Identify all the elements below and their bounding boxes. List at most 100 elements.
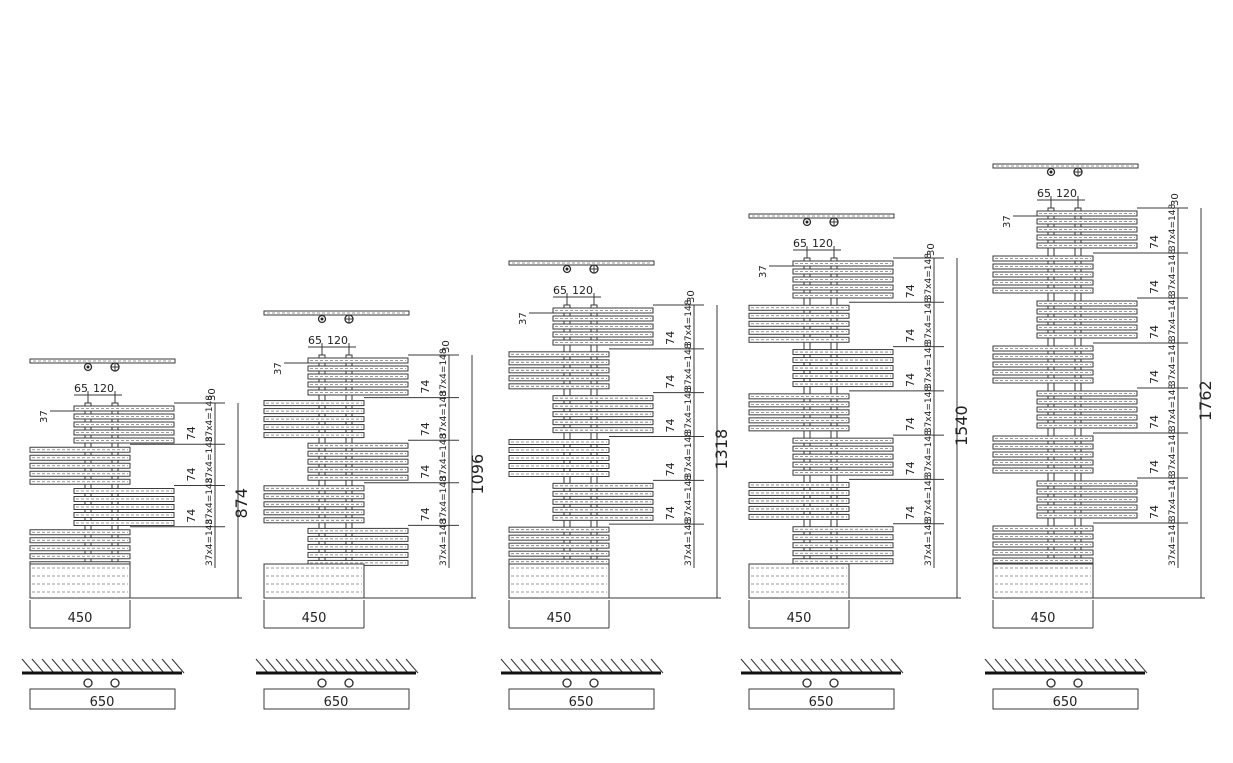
- wall-panel: [263, 688, 410, 710]
- valve-icon: [1046, 167, 1056, 177]
- wall-valve-left-icon: [562, 678, 572, 688]
- wall-hatch: [81, 658, 95, 674]
- wall-hatch: [540, 658, 554, 674]
- top-view-bar: [263, 310, 410, 316]
- wall-hatch: [375, 658, 389, 674]
- wall-valve-right-icon: [110, 678, 120, 688]
- wall-hatch: [750, 658, 764, 674]
- segment-label: 37x4=148: [1168, 249, 1178, 296]
- wall-hatch: [91, 658, 105, 674]
- segment-label: 37x4=148: [684, 519, 694, 566]
- wall-hatch: [395, 658, 409, 674]
- wall-hatch: [385, 658, 399, 674]
- wall-hatch: [1024, 658, 1038, 674]
- wall-hatch: [850, 658, 864, 674]
- bottom-block: [748, 563, 850, 599]
- wall-hatch: [1054, 658, 1068, 674]
- wall-hatch: [570, 658, 584, 674]
- wall-valve-left-icon: [1046, 678, 1056, 688]
- segment-label: 37x4=148: [684, 431, 694, 478]
- wall-hatch: [640, 658, 654, 674]
- segment-label: 37x4=148: [1168, 384, 1178, 431]
- wall-hatch: [325, 658, 339, 674]
- segment-label: 37x4=148: [439, 348, 449, 395]
- segment-label: 37x4=148: [439, 476, 449, 523]
- valve-core-icon: [1049, 170, 1053, 174]
- wall-hatch: [141, 658, 155, 674]
- segment-label: 37x4=148: [439, 519, 449, 566]
- wall-hatch: [345, 658, 359, 674]
- dim-30-label: 30: [926, 243, 937, 256]
- valve-icon: [562, 264, 572, 274]
- dim-74-label: 74: [664, 506, 677, 520]
- wall-hatch: [520, 658, 534, 674]
- top-view-bar: [992, 163, 1139, 169]
- wall-hatch: [790, 658, 804, 674]
- height-label: 1318: [712, 429, 731, 470]
- segment-label: 37x4=148: [1168, 294, 1178, 341]
- wall-hatch: [590, 658, 604, 674]
- wall-hatch: [620, 658, 634, 674]
- wall-hatch: [21, 658, 35, 674]
- bottom-block: [508, 563, 610, 599]
- dim-120-label: 120: [572, 284, 593, 297]
- wall-hatch: [275, 658, 289, 674]
- dim-120-label: 120: [327, 334, 348, 347]
- wall-hatch: [71, 658, 85, 674]
- segment-label: 37x4=148: [924, 297, 934, 344]
- segment-label: 37x4=148: [205, 477, 215, 524]
- dim-74-label: 74: [1148, 235, 1161, 249]
- wall-hatch: [550, 658, 564, 674]
- width-label: 450: [1031, 611, 1056, 626]
- wall-width-label: 650: [809, 695, 834, 710]
- dim-65-label: 65: [553, 284, 567, 297]
- wall-hatch: [560, 658, 574, 674]
- segment-label: 37x4=148: [205, 395, 215, 442]
- dim-74-label: 74: [664, 419, 677, 433]
- wall-hatch: [315, 658, 329, 674]
- dim-74-label: 74: [1148, 370, 1161, 384]
- dim-30-label: 30: [1170, 193, 1181, 206]
- wall-hatch: [355, 658, 369, 674]
- wall-hatch: [800, 658, 814, 674]
- dim-74-label: 74: [419, 507, 432, 521]
- wall-valve-left-icon: [83, 678, 93, 688]
- dim-74-label: 74: [419, 380, 432, 394]
- valve-core-icon: [805, 220, 809, 224]
- segment-label: 37x4=148: [924, 386, 934, 433]
- wall-hatch: [1004, 658, 1018, 674]
- dim-74-label: 74: [904, 284, 917, 298]
- dim-30-label: 30: [207, 388, 218, 401]
- wall-hatch: [1044, 658, 1058, 674]
- wall-hatch: [530, 658, 544, 674]
- wall-hatch: [295, 658, 309, 674]
- wall-valve-right-icon: [344, 678, 354, 688]
- dim-74-label: 74: [904, 461, 917, 475]
- dim-74-label: 74: [904, 329, 917, 343]
- top-view-bar: [29, 358, 176, 364]
- wall-hatch: [405, 658, 419, 674]
- wall-hatch: [161, 658, 175, 674]
- wall-hatch: [740, 658, 754, 674]
- wall-hatch: [305, 658, 319, 674]
- segment-label: 37x4=148: [924, 519, 934, 566]
- wall-hatch: [1114, 658, 1128, 674]
- dim-120-label: 120: [1056, 187, 1077, 200]
- wall-hatch: [1014, 658, 1028, 674]
- wall-hatch: [1064, 658, 1078, 674]
- wall-hatch: [121, 658, 135, 674]
- dim-74-label: 74: [419, 422, 432, 436]
- width-label: 450: [547, 611, 572, 626]
- dim-74-label: 74: [1148, 280, 1161, 294]
- dim-120-label: 120: [812, 237, 833, 250]
- wall-hatch: [1094, 658, 1108, 674]
- wall-valve-right-icon: [1073, 678, 1083, 688]
- wall-hatch: [131, 658, 145, 674]
- top-view-bar: [508, 260, 655, 266]
- wall-hatch: [255, 658, 269, 674]
- wall-hatch: [510, 658, 524, 674]
- wall-hatch: [994, 658, 1008, 674]
- segment-label: 37x4=148: [684, 387, 694, 434]
